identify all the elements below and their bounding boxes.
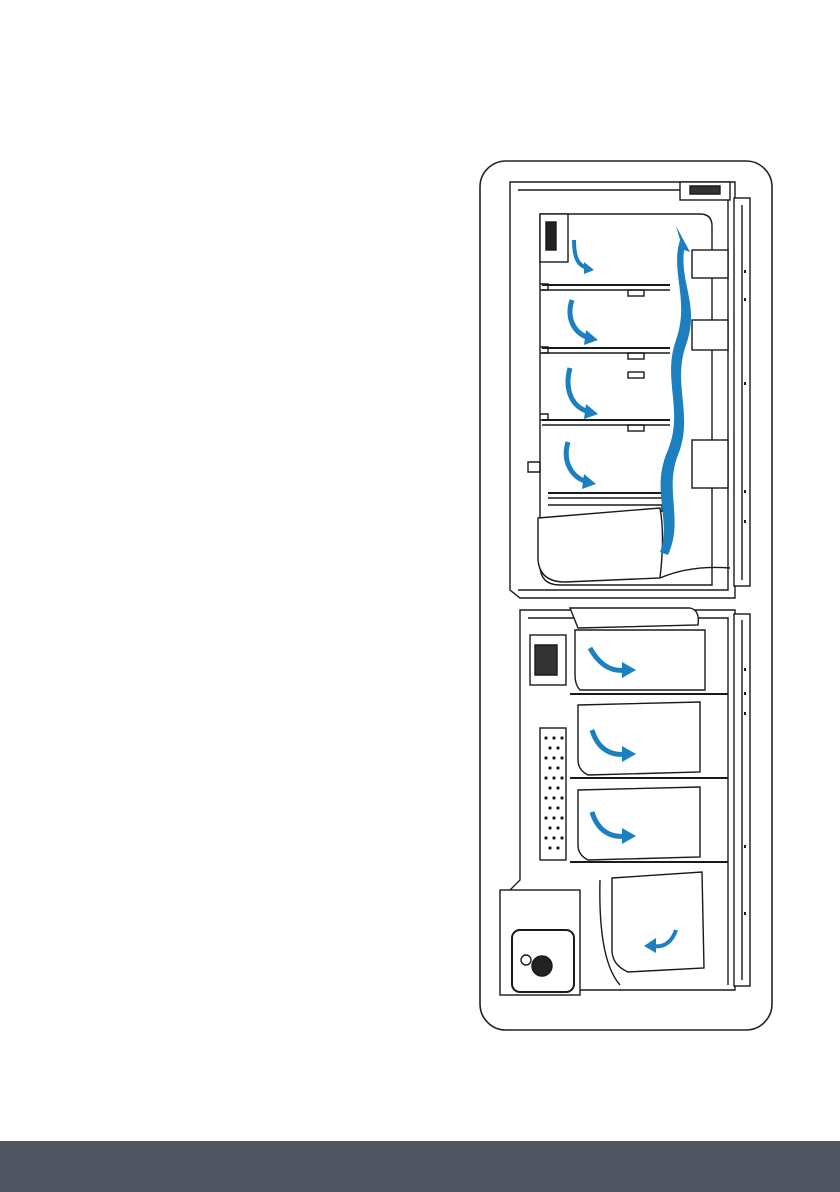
door-bin [692,250,728,278]
freezer-drawer [612,872,704,972]
freezer-drawer [575,630,705,690]
door-bin [692,320,728,350]
compressor [500,890,580,995]
evaporator [540,728,566,860]
footer-bar [0,1141,840,1192]
crisper-drawer [538,508,663,582]
door-bin [692,440,728,488]
